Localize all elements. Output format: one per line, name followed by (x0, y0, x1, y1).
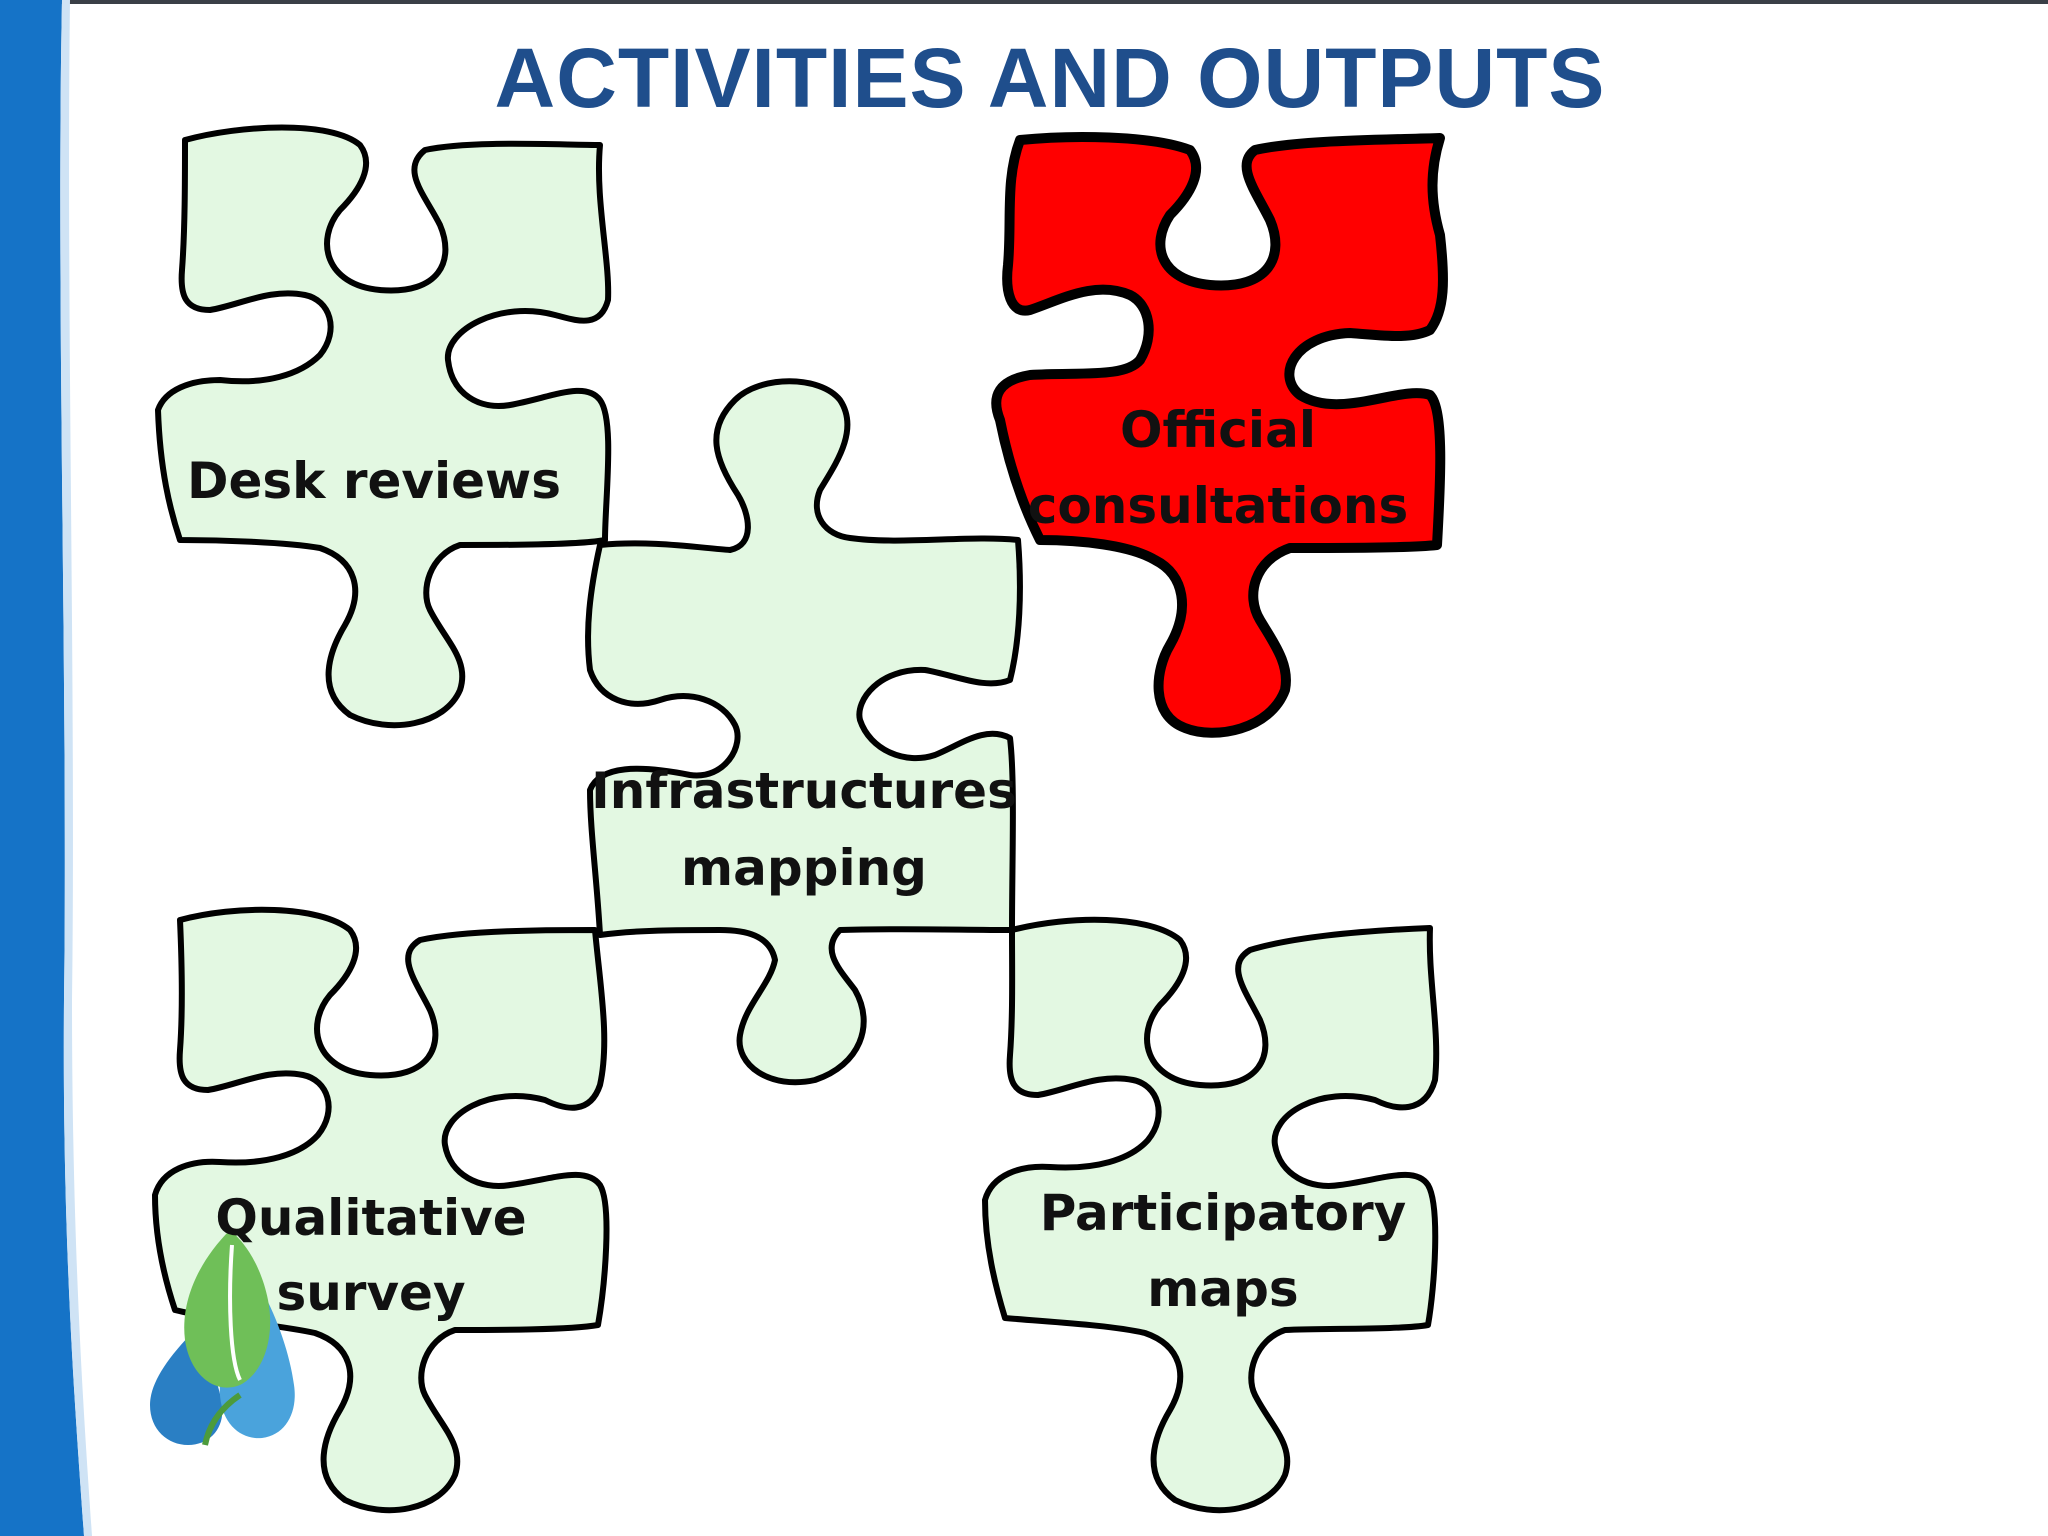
page-title: ACTIVITIES AND OUTPUTS (494, 31, 1606, 125)
piece-desk-reviews (155, 124, 612, 729)
piece-qualitative-survey (152, 906, 610, 1514)
label-desk-reviews: Desk reviews (187, 452, 561, 510)
label-official-line2: consultations (1028, 477, 1408, 535)
water-drop-leaf-logo (150, 1230, 295, 1446)
piece-participatory-maps (982, 916, 1440, 1514)
label-official-line1: Official (1120, 401, 1316, 459)
piece-infrastructures-mapping (585, 378, 1023, 1086)
label-qualitative-line2: survey (276, 1264, 465, 1322)
label-participatory-line2: maps (1147, 1260, 1298, 1318)
label-participatory-line1: Participatory (1040, 1184, 1407, 1242)
label-infrastructures-line1: Infrastructures (591, 762, 1017, 820)
top-rule (0, 0, 2048, 4)
label-qualitative-line1: Qualitative (215, 1189, 526, 1247)
piece-official-consultations (991, 132, 1448, 738)
label-infrastructures-line2: mapping (681, 839, 927, 897)
